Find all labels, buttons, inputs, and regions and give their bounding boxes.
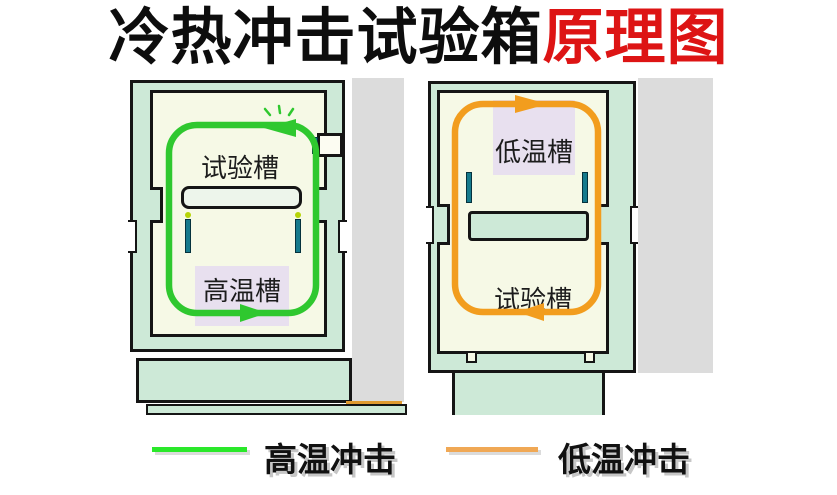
right-shelf: [468, 211, 589, 241]
left-base-block: [136, 358, 352, 403]
title-highlight: 原理图: [542, 3, 729, 71]
page-title: 冷热冲击试验箱原理图: [0, 0, 837, 76]
right-wall-step-right: [596, 204, 609, 245]
left-heater-bar-1: [185, 219, 191, 253]
right-foot-notch-right: [584, 353, 595, 363]
legend-cold-line-swatch: [446, 447, 538, 452]
right-top-chamber-label: 低温槽: [494, 137, 573, 167]
right-cooler-bar-2: [582, 172, 588, 203]
legend-hot-label: 高温冲击: [264, 441, 396, 478]
right-pedestal: [452, 373, 605, 415]
title-main: 冷热冲击试验箱: [108, 3, 543, 71]
damper-box: [317, 133, 343, 157]
left-heater-bar-2: [295, 219, 301, 253]
right-bottom-chamber-label: 试验槽: [493, 285, 572, 315]
left-bottom-chamber-label: 高温槽: [202, 276, 281, 306]
left-bottom-strip: [146, 404, 407, 415]
hot-tank-label-box: 高温槽: [195, 266, 289, 326]
right-cooler-bar-1: [466, 172, 472, 203]
legend-hot-line-swatch: [152, 447, 247, 452]
left-top-chamber-label: 试验槽: [200, 153, 279, 183]
right-outer-notch-right: [630, 206, 638, 244]
left-outer-notch-right: [338, 220, 347, 253]
left-wall-step-right: [314, 187, 327, 223]
cold-tank-label-box: 低温槽: [493, 100, 575, 175]
legend-cold-label: 低温冲击: [558, 441, 690, 478]
right-wall-step-left: [437, 204, 450, 245]
damper-teal-bar: [312, 137, 318, 154]
orange-duct-sliver: [346, 401, 402, 404]
left-heater-dot-1: [185, 212, 191, 218]
right-foot-notch-left: [466, 353, 477, 363]
left-shelf: [181, 186, 302, 209]
left-heater-dot-2: [295, 212, 301, 218]
left-outer-notch-left: [128, 220, 137, 253]
left-wall-step-left: [150, 187, 163, 223]
right-outer-notch-left: [426, 206, 434, 244]
gray-panel-right: [638, 78, 713, 373]
gray-panel-center: [352, 78, 404, 402]
